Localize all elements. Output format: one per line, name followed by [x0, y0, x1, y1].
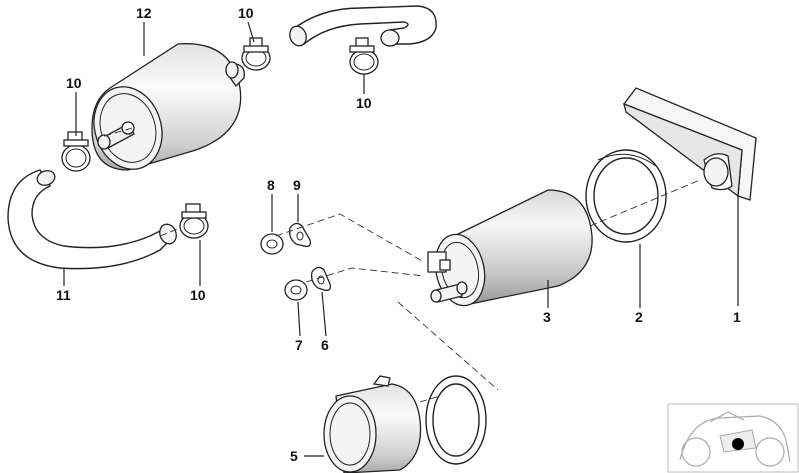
callout-6: 6: [321, 337, 329, 353]
part-1-mounting-bracket[interactable]: [622, 87, 757, 201]
part-2-sealing-ring[interactable]: [585, 149, 667, 243]
callout-5: 5: [290, 448, 298, 464]
part-3-fuel-pump[interactable]: [427, 189, 593, 310]
locator-dot: [732, 438, 744, 450]
callout-7: 7: [295, 337, 303, 353]
callout-10-right: 10: [356, 95, 372, 111]
part-8-nut[interactable]: [260, 233, 284, 255]
hose-clamp-a[interactable]: [241, 37, 271, 71]
callout-10-bottom: 10: [190, 287, 206, 303]
part-9-washer[interactable]: [288, 222, 312, 248]
motorcycle-locator-icon: [667, 403, 799, 473]
hose-clamp-d[interactable]: [179, 203, 209, 239]
callout-11: 11: [56, 287, 71, 303]
part-12-fuel-filter[interactable]: [84, 43, 245, 178]
leader-lines: [63, 21, 739, 457]
part-6-washer[interactable]: [310, 266, 332, 292]
callout-10-left: 10: [66, 75, 82, 91]
part-7-nut[interactable]: [284, 279, 308, 301]
part-4-o-ring[interactable]: [425, 375, 487, 465]
callout-labels: 12 10 10 10 10 11 8 9 7 6 3 2 1 5: [56, 5, 741, 464]
callout-3: 3: [543, 309, 551, 325]
callout-2: 2: [635, 309, 643, 325]
part-5-sleeve[interactable]: [323, 375, 422, 473]
upper-hose[interactable]: [287, 5, 437, 48]
callout-12: 12: [136, 5, 152, 21]
callout-1: 1: [733, 309, 741, 325]
callout-9: 9: [293, 177, 301, 193]
part-11-lower-hose[interactable]: [7, 168, 179, 270]
hose-clamp-b[interactable]: [349, 37, 379, 75]
callout-10-top: 10: [238, 5, 254, 21]
hose-clamp-c[interactable]: [61, 131, 91, 172]
callout-8: 8: [267, 177, 275, 193]
assembly-guide-lines: [97, 127, 701, 403]
